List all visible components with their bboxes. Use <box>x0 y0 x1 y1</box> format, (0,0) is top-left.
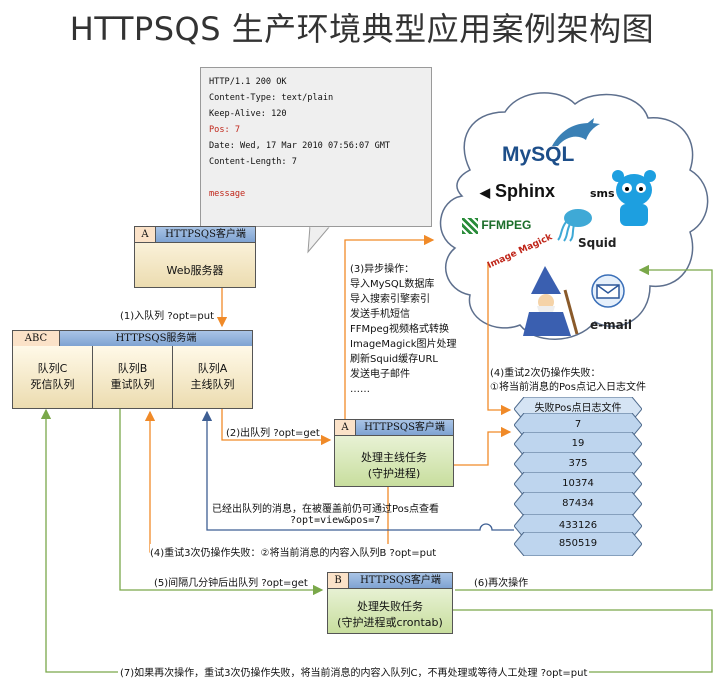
step2-label: (2)出队列 ?opt=get <box>226 428 320 439</box>
squid-icon <box>557 209 592 242</box>
client-body-1: 处理失败任务 <box>357 600 423 613</box>
queue-a-name: 队列A <box>197 362 228 375</box>
sphinx-label: Sphinx <box>495 181 556 201</box>
async-op-item: 发送电子邮件 <box>350 369 410 380</box>
ffmpeg-logo: FFMPEG <box>462 218 531 234</box>
step4a-label: (4)重试2次仍操作失败： <box>490 368 601 379</box>
log-entry-cell: 87434 <box>514 492 642 516</box>
response-line: Keep-Alive: 120 <box>209 109 287 119</box>
log-entry: 850519 <box>558 538 598 549</box>
log-entry: 10374 <box>562 478 594 489</box>
server-name: HTTPSQS服务端 <box>60 331 252 346</box>
log-entry: 87434 <box>562 498 594 509</box>
sms-label: sms <box>590 187 615 200</box>
queue-b-name: 队列B <box>117 362 148 375</box>
client-body-2: (守护进程或crontab) <box>337 616 443 629</box>
client-name: HTTPSQS客户端 <box>349 573 452 588</box>
response-line: HTTP/1.1 200 OK <box>209 77 287 87</box>
wizard-icon <box>523 266 579 336</box>
queue-c-desc: 死信队列 <box>30 378 75 391</box>
queue-c: 队列C 死信队列 <box>13 346 93 408</box>
response-line: Content-Type: text/plain <box>209 93 334 103</box>
step4b-label: ①将当前消息的Pos点记入日志文件 <box>490 382 646 393</box>
step4c-label: (4)重试3次仍操作失败：②将当前消息的内容入队列B ?opt=put <box>150 544 437 559</box>
async-op-item: …… <box>350 384 370 395</box>
log-entry-cell: 850519 <box>514 532 642 556</box>
email-icon <box>591 274 625 308</box>
httpsqs-server: ABC HTTPSQS服务端 队列C 死信队列 队列B 重试队列 队列A 主线队… <box>12 330 253 409</box>
log-entry-cell: 375 <box>514 452 642 476</box>
response-line-blank <box>209 170 423 186</box>
mysql-label: MySQL <box>502 143 575 166</box>
async-op-item: FFMpeg视频格式转换 <box>350 324 449 335</box>
async-ops-list: (3)异步操作： 导入MySQL数据库 导入搜索引擎索引 发送手机短信 FFMp… <box>350 262 457 397</box>
queue-b: 队列B 重试队列 <box>93 346 173 408</box>
mysql-logo: MySQL <box>502 143 574 167</box>
client-tag: A <box>335 420 356 435</box>
response-line: Content-Length: 7 <box>209 157 297 167</box>
client-body-2: (守护进程) <box>367 467 421 480</box>
client-name: HTTPSQS客户端 <box>356 420 453 435</box>
queue-a-desc: 主线队列 <box>190 378 235 391</box>
client-a-main-task: A HTTPSQS客户端 处理主线任务 (守护进程) <box>334 419 454 487</box>
queue-b-desc: 重试队列 <box>110 378 155 391</box>
view-label-1: 已经出队列的消息，在被覆盖前仍可通过Pos点查看 <box>212 504 440 515</box>
step7-label: (7)如果再次操作，重试3次仍操作失败，将当前消息的内容入队列C，不再处理或等待… <box>118 664 590 679</box>
async-op-item: 导入MySQL数据库 <box>350 279 435 290</box>
log-entry-cell: 19 <box>514 432 642 456</box>
step1-label: (1)入队列 ?opt=put <box>120 311 215 322</box>
log-entry-cell: 7 <box>514 413 642 437</box>
async-op-item: 发送手机短信 <box>350 309 410 320</box>
client-name: HTTPSQS客户端 <box>156 227 255 242</box>
async-op-item: (3)异步操作： <box>350 264 415 275</box>
ffmpeg-label: FFMPEG <box>481 218 532 233</box>
server-tag: ABC <box>13 331 60 346</box>
sms-mascot-icon <box>612 170 656 226</box>
email-label: e-mail <box>590 318 632 332</box>
queue-a: 队列A 主线队列 <box>173 346 252 408</box>
queue-c-name: 队列C <box>37 362 68 375</box>
response-line-message: message <box>209 189 246 199</box>
response-line-pos: Pos: 7 <box>209 125 241 135</box>
log-entry: 7 <box>574 419 582 430</box>
ffmpeg-icon <box>462 218 478 234</box>
page-title: HTTPSQS 生产环境典型应用案例架构图 <box>69 10 655 48</box>
async-op-item: 导入搜索引擎索引 <box>350 294 430 305</box>
sphinx-logo: ◀ Sphinx <box>480 181 555 202</box>
response-line: Date: Wed, 17 Mar 2010 07:56:07 GMT <box>209 141 391 151</box>
client-body-1: 处理主线任务 <box>361 451 427 464</box>
log-title: 失败Pos点日志文件 <box>534 403 622 414</box>
step6-label: (6)再次操作 <box>474 578 529 589</box>
log-entry: 433126 <box>558 520 598 531</box>
view-label-2: ?opt=view&pos=7 <box>290 515 381 526</box>
client-body: Web服务器 <box>166 264 224 277</box>
client-tag: B <box>328 573 349 588</box>
log-entry-cell: 10374 <box>514 472 642 496</box>
async-op-item: 刷新Squid缓存URL <box>350 354 438 365</box>
sphinx-icon: ◀ <box>480 185 490 200</box>
client-tag: A <box>135 227 156 242</box>
step5-label: (5)间隔几分钟后出队列 ?opt=get <box>154 578 308 589</box>
log-entry: 375 <box>568 458 588 469</box>
http-response-callout: HTTP/1.1 200 OK Content-Type: text/plain… <box>200 67 432 227</box>
squid-label: Squid <box>578 236 617 250</box>
client-b-failed-task: B HTTPSQS客户端 处理失败任务 (守护进程或crontab) <box>327 572 453 634</box>
log-entry: 19 <box>571 438 585 449</box>
async-op-item: ImageMagick图片处理 <box>350 339 457 350</box>
client-a-web-server: A HTTPSQS客户端 Web服务器 <box>134 226 256 288</box>
dolphin-icon <box>552 118 600 146</box>
